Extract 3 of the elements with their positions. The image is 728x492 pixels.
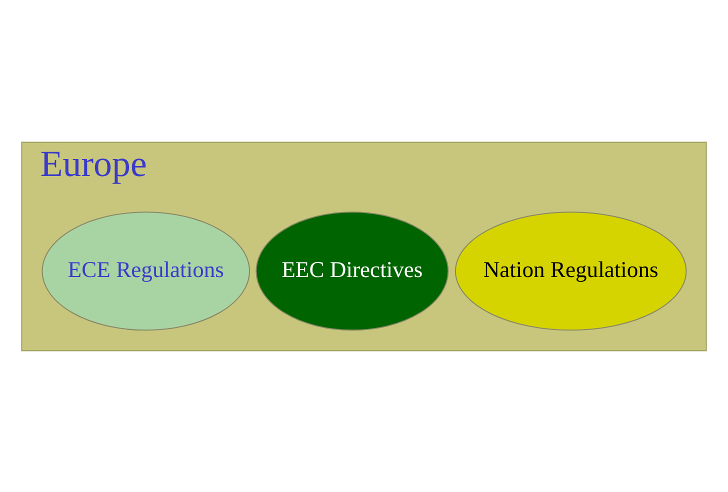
node-ellipse: ECE Regulations <box>42 211 250 330</box>
node-ellipse: Nation Regulations <box>454 211 687 330</box>
node-ellipse: EEC Directives <box>256 211 449 330</box>
